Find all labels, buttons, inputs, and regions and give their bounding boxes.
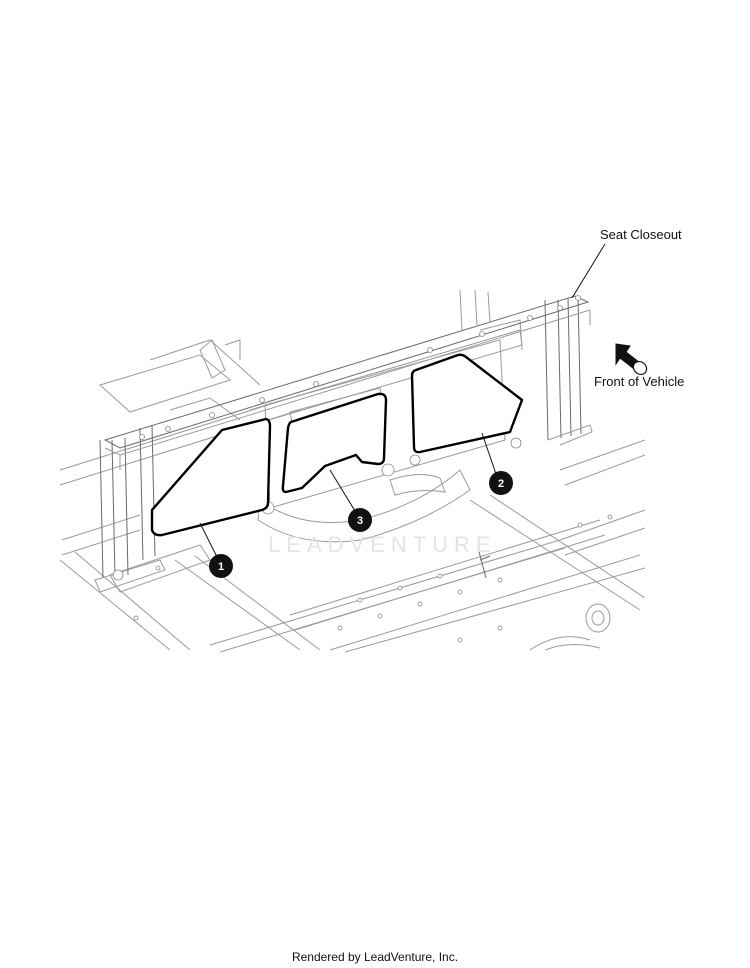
seat-closeout-label: Seat Closeout bbox=[600, 227, 682, 242]
callout-3-leader bbox=[329, 469, 356, 512]
callout-2: 2 bbox=[489, 471, 513, 495]
svg-text:1: 1 bbox=[218, 561, 224, 573]
footer-credit: Rendered by LeadVenture, Inc. bbox=[291, 950, 459, 964]
right-pad bbox=[410, 353, 524, 454]
svg-text:3: 3 bbox=[357, 515, 363, 527]
svg-text:2: 2 bbox=[498, 478, 504, 490]
chassis-frame bbox=[59, 289, 646, 653]
callout-1-leader bbox=[199, 522, 219, 560]
callout-3: 3 bbox=[348, 508, 372, 532]
left-pad bbox=[150, 417, 272, 537]
callout-1: 1 bbox=[209, 554, 233, 578]
seat-closeout-leader bbox=[571, 243, 606, 299]
callout-2-leader bbox=[481, 432, 497, 475]
watermark: LEADVENTURE bbox=[268, 532, 497, 557]
front-arrow-icon bbox=[615, 343, 648, 376]
center-pad bbox=[281, 392, 388, 494]
front-of-vehicle-label: Front of Vehicle bbox=[594, 374, 685, 389]
